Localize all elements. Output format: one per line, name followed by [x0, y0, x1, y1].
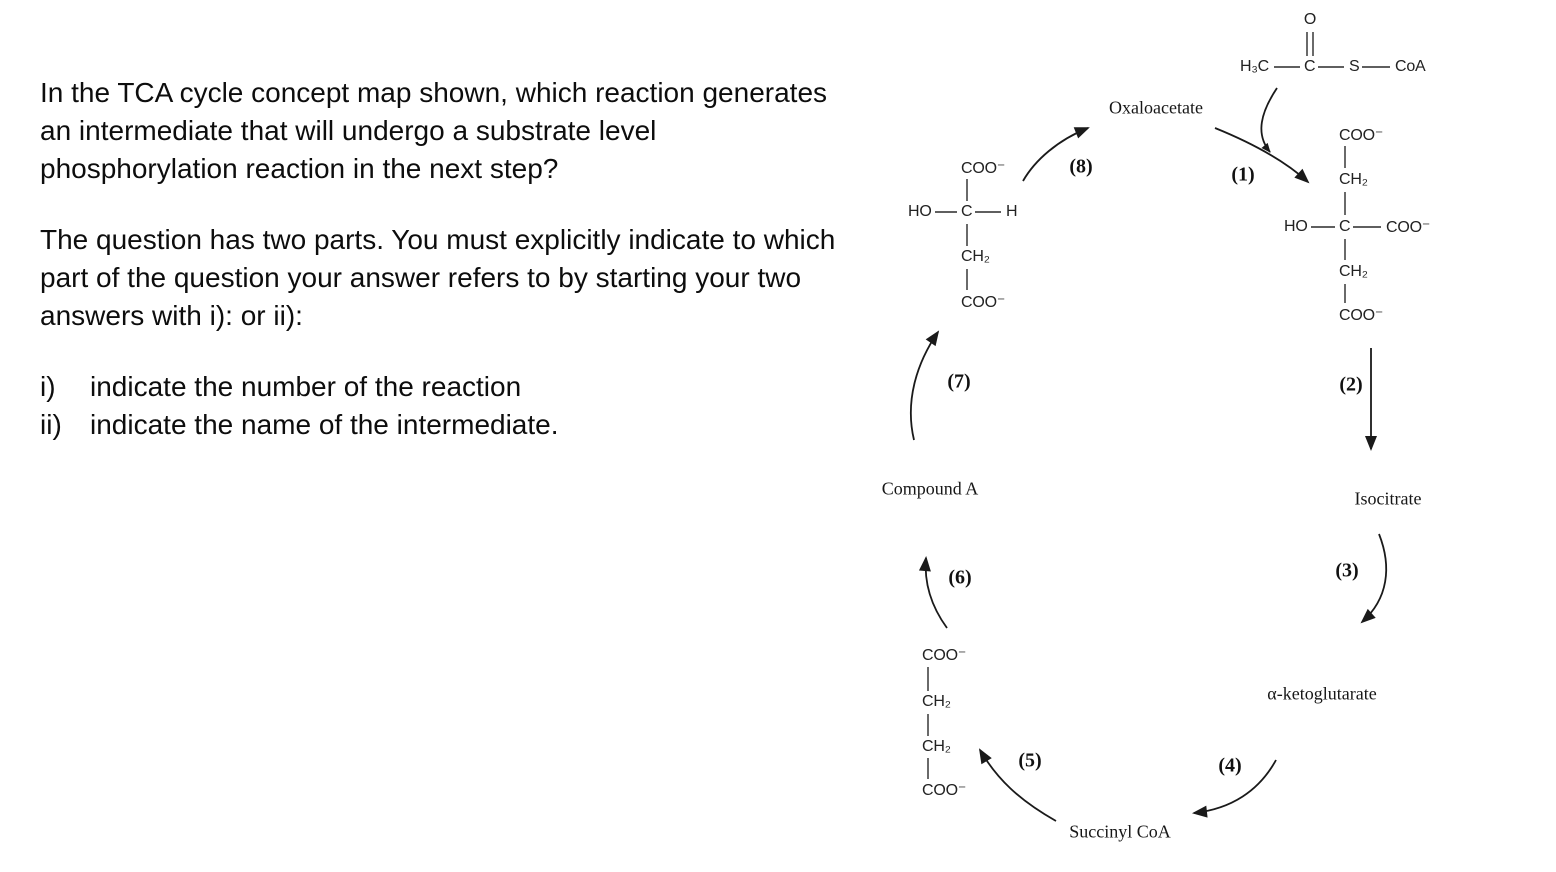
arrow-reaction-5: [978, 748, 1057, 822]
citrate-coo-top: COO⁻: [1339, 127, 1384, 144]
acetyl-coa-coa: CoA: [1395, 58, 1426, 75]
label-compound-a: Compound A: [881, 478, 979, 499]
citrate-carbon: C: [1339, 218, 1351, 235]
succinate-ch2-lower: CH₂: [922, 738, 951, 755]
citrate-coo-right: COO⁻: [1386, 219, 1431, 236]
malate-ho: HO: [908, 203, 932, 220]
malate-carbon: C: [961, 203, 973, 220]
arrow-reaction-4: [1192, 759, 1277, 818]
reaction-number-4: (4): [1218, 754, 1242, 777]
question-paragraph-2: The question has two parts. You must exp…: [40, 221, 835, 335]
reaction-number-2: (2): [1339, 373, 1363, 396]
question-line: answers with i): or ii):: [40, 300, 303, 331]
reaction-number-7: (7): [947, 370, 971, 393]
item-text: indicate the number of the reaction: [90, 371, 522, 402]
acetyl-coa-h3c: H₃C: [1240, 58, 1270, 75]
label-isocitrate: Isocitrate: [1354, 488, 1422, 509]
question-line: phosphorylation reaction in the next ste…: [40, 153, 559, 184]
acetyl-coa-carbon: C: [1304, 58, 1316, 75]
malate-ch2: CH₂: [961, 248, 990, 265]
label-alpha-ketoglutarate: α-ketoglutarate: [1267, 683, 1377, 704]
citrate-ch2-bottom: CH₂: [1339, 263, 1368, 280]
arrow-acetyl-coa-entry: [1260, 87, 1278, 153]
reaction-number-5: (5): [1018, 749, 1042, 772]
citrate-coo-bottom: COO⁻: [1339, 307, 1384, 324]
citrate-ch2-top: CH₂: [1339, 171, 1368, 188]
reaction-number-1: (1): [1231, 163, 1255, 186]
citrate-ho: HO: [1284, 218, 1308, 235]
question-paragraph-1: In the TCA cycle concept map shown, whic…: [40, 74, 827, 188]
malate-coo-top: COO⁻: [961, 160, 1006, 177]
citrate-bonds: [1311, 146, 1381, 303]
question-item-i: i) indicate the number of the reaction: [40, 368, 559, 406]
acetyl-coa-oxygen: O: [1303, 11, 1317, 28]
question-line: part of the question your answer refers …: [40, 262, 802, 293]
arrow-reaction-8: [1022, 127, 1090, 182]
succinate-coo-bottom: COO⁻: [922, 782, 967, 799]
acetyl-coa-sulfur: S: [1349, 58, 1360, 75]
cycle-arrows: [910, 87, 1388, 822]
succinate-ch2-upper: CH₂: [922, 693, 951, 710]
question-line: The question has two parts. You must exp…: [40, 224, 836, 255]
succinate-coo-top: COO⁻: [922, 647, 967, 664]
label-succinyl-coa: Succinyl CoA: [1069, 821, 1171, 842]
label-oxaloacetate: Oxaloacetate: [1109, 97, 1203, 118]
arrow-reaction-1: [1214, 127, 1310, 184]
arrow-reaction-7: [910, 330, 940, 441]
reaction-number-6: (6): [948, 566, 972, 589]
malate-hydrogen: H: [1006, 203, 1018, 220]
reaction-number-8: (8): [1069, 155, 1093, 178]
question-line: an intermediate that will undergo a subs…: [40, 115, 657, 146]
question-list: i) indicate the number of the reaction i…: [40, 368, 559, 444]
arrow-reaction-3: [1360, 533, 1388, 624]
acetyl-coa-bonds: [1274, 32, 1390, 68]
item-text: indicate the name of the intermediate.: [90, 409, 559, 440]
malate-bonds: [935, 179, 1001, 290]
question-line: In the TCA cycle concept map shown, whic…: [40, 77, 828, 108]
item-label: i): [40, 371, 56, 402]
malate-coo-bottom: COO⁻: [961, 294, 1006, 311]
arrow-reaction-6: [918, 556, 948, 629]
item-label: ii): [40, 409, 62, 440]
reaction-number-3: (3): [1335, 559, 1359, 582]
question-item-ii: ii) indicate the name of the intermediat…: [40, 406, 559, 444]
